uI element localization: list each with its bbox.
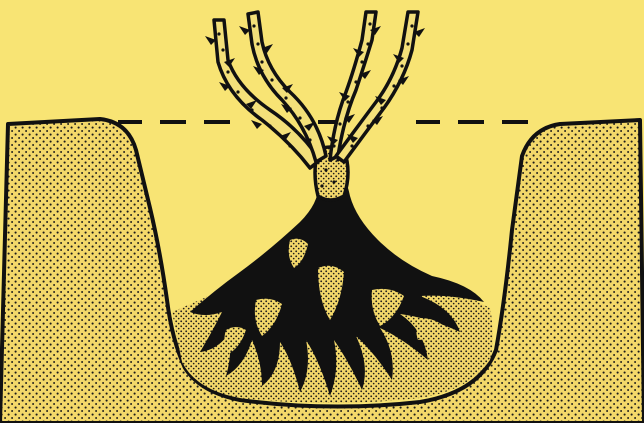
stem-dot [400, 64, 403, 67]
stem-dot [336, 158, 339, 161]
stem-dot [354, 80, 357, 83]
stem-dot [360, 60, 363, 63]
stem-dot [380, 106, 383, 109]
stem-dot [288, 144, 291, 147]
stem-dot [260, 60, 263, 63]
stem-dot [221, 48, 224, 51]
stem-dot [332, 180, 335, 183]
stem-dot [250, 108, 253, 111]
stem-dot [256, 42, 259, 45]
stem-dot [346, 100, 349, 103]
stem-dot [324, 168, 327, 171]
stem-dot [217, 32, 220, 35]
stem-dot [270, 78, 273, 81]
stem-dot [350, 144, 353, 147]
stem-dot [338, 122, 341, 125]
stem-dot [320, 184, 323, 187]
stem-dot [366, 124, 369, 127]
stem-dot [268, 124, 271, 127]
stem-dot [284, 96, 287, 99]
stem-dot [298, 116, 301, 119]
stem-dot [236, 90, 239, 93]
stem-dot [410, 24, 413, 27]
stem-dot [368, 22, 371, 25]
stem-dot [226, 70, 229, 73]
stem-dot [308, 138, 311, 141]
stem-dot [406, 42, 409, 45]
stem-dot [392, 84, 395, 87]
stem-dot [252, 24, 255, 27]
stem-dot [366, 42, 369, 45]
stem-dot [332, 144, 335, 147]
